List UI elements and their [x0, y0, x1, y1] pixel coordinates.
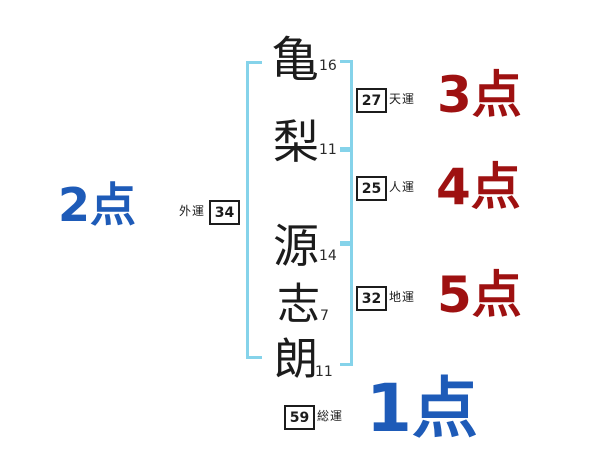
stroke-count-3: 14	[319, 248, 337, 264]
outer-luck-score: 2点	[58, 178, 137, 232]
earth-luck-label: 地運	[389, 290, 416, 304]
outer-luck-label: 外運	[179, 204, 206, 218]
earth-luck-score: 5点	[437, 266, 522, 324]
outer-luck-value-box: 34	[209, 200, 240, 225]
total-luck-value-box: 59	[284, 405, 315, 430]
total-luck-label: 総運	[317, 409, 344, 423]
stroke-count-1: 16	[319, 58, 337, 74]
heaven-luck-bracket	[340, 60, 353, 150]
name-char-3: 源	[273, 219, 319, 273]
person-luck-score: 4点	[436, 158, 521, 216]
heaven-luck-value-box: 27	[356, 88, 387, 113]
heaven-luck-score: 3点	[437, 66, 522, 124]
stroke-count-2: 11	[319, 142, 337, 158]
name-char-2: 梨	[273, 115, 319, 169]
name-char-5: 朗	[274, 334, 318, 385]
person-luck-label: 人運	[389, 180, 416, 194]
total-luck-score: 1点	[366, 370, 478, 447]
earth-luck-value-box: 32	[356, 286, 387, 311]
person-luck-bracket	[340, 149, 353, 244]
name-char-1: 亀	[271, 32, 320, 88]
stroke-count-4: 7	[320, 308, 329, 324]
person-luck-value-box: 25	[356, 176, 387, 201]
outer-luck-bracket	[246, 61, 262, 359]
heaven-luck-label: 天運	[389, 92, 416, 106]
stroke-count-5: 11	[315, 364, 333, 380]
name-char-4: 志	[277, 280, 320, 330]
earth-luck-bracket	[340, 243, 353, 366]
